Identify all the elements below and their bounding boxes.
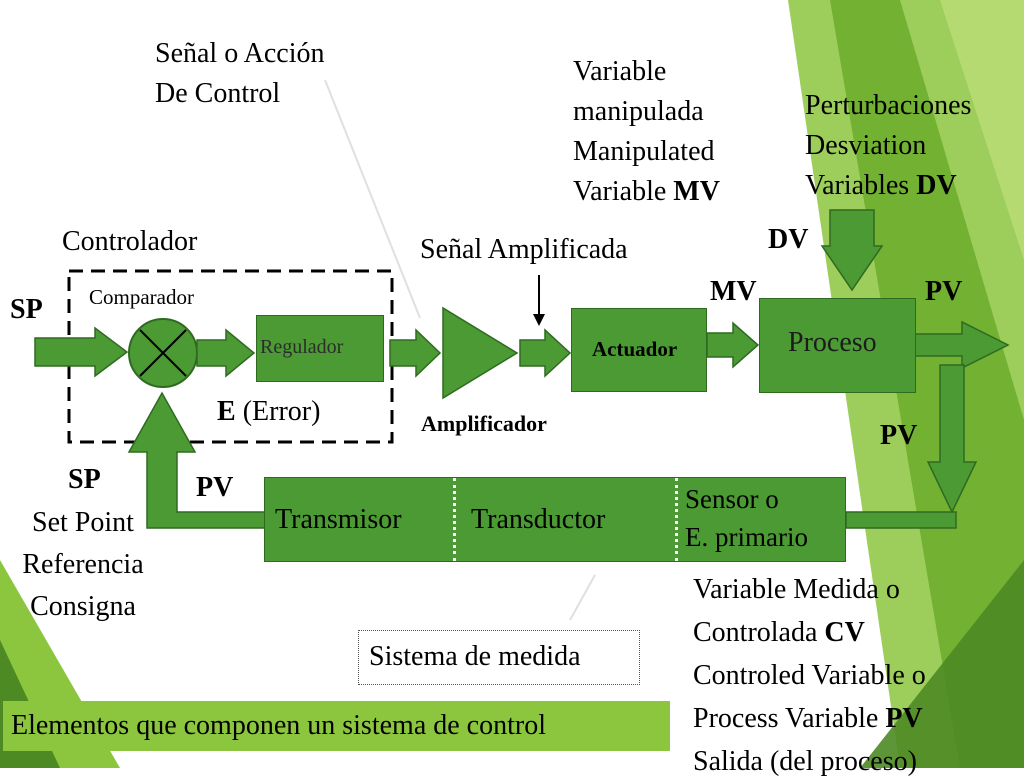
cv-line-2: Controlada CV (693, 611, 926, 654)
cv-line-3: Controled Variable o (693, 660, 926, 691)
measurement-divider-2 (675, 478, 678, 561)
sensor-label-line-2: E. primario (685, 522, 808, 552)
dv-line-3-bold: DV (916, 170, 957, 201)
cv-line-2-bold: CV (824, 617, 865, 648)
cv-line-4-bold: PV (885, 703, 923, 734)
bg-stripe-top (940, 0, 1024, 260)
amplified-signal-pointer-head (533, 314, 545, 326)
controller-label: Controlador (62, 226, 198, 257)
disturbance-label: Perturbaciones Desviation Variables DV (805, 86, 971, 206)
pointer-line-control (324, 79, 421, 319)
sensor-label-line-1: Sensor o (685, 484, 779, 514)
cv-line-4: Process Variable PV (693, 697, 926, 740)
measurement-system-label: Sistema de medida (369, 641, 581, 672)
dv-label: DV (768, 224, 809, 255)
mv-line-4: Variable MV (573, 172, 720, 212)
dv-line-3-text: Variables (805, 170, 917, 201)
pv-return-label: PV (196, 472, 234, 503)
control-signal-line-1: Señal o Acción (155, 38, 325, 69)
comparator-label: Comparador (89, 285, 194, 309)
process-label: Proceso (788, 327, 877, 358)
pv-feedback-label: PV (880, 420, 918, 451)
error-label-text: (Error) (235, 396, 321, 427)
mv-label: MV (710, 276, 757, 307)
amplifier-label: Amplificador (421, 411, 547, 436)
set-point-line-1: Set Point (32, 507, 134, 538)
dv-line-2: Desviation (805, 130, 927, 161)
measurement-system-box: Sistema de medida (358, 630, 640, 685)
actuator-to-process-arrow (706, 321, 760, 369)
error-label-bold: E (217, 396, 236, 427)
cv-line-5: Salida (del proceso) (693, 746, 917, 777)
cv-line-2-text: Controlada (693, 617, 825, 648)
cv-line-1: Variable Medida o (693, 574, 900, 605)
slide-title-bar: Elementos que componen un sistema de con… (3, 701, 670, 751)
mv-line-2: manipulada (573, 96, 704, 127)
error-label: E (Error) (217, 392, 320, 432)
sensor-label: Sensor o E. primario (685, 480, 808, 556)
mv-line-1: Variable (573, 56, 667, 87)
mv-line-4-text: Variable (573, 176, 674, 207)
dv-down-arrow (820, 209, 884, 292)
control-signal-label: Señal o Acción De Control (155, 34, 325, 114)
sp-input-label: SP (10, 294, 43, 325)
sensor-input-bar (845, 511, 957, 529)
regulator-to-amplifier-arrow (389, 328, 442, 378)
cv-line-4-text: Process Variable (693, 703, 886, 734)
feedback-return-arrow (127, 391, 266, 529)
measured-variable-label: Variable Medida o Controlada CV Controle… (693, 568, 926, 783)
pv-output-arrow (912, 320, 1010, 370)
regulator-block: Regulador (256, 315, 384, 382)
measurement-divider-1 (453, 478, 456, 561)
measurement-chain-block: Transmisor Transductor Sensor o E. prima… (264, 477, 846, 562)
dv-line-1: Perturbaciones (805, 90, 972, 121)
bg-stripe-bottom (860, 560, 1024, 768)
pointer-line-medida (569, 574, 596, 621)
pv-output-label: PV (925, 276, 963, 307)
bg-stripe-mid (830, 0, 1024, 768)
set-point-line-3: Consigna (30, 591, 136, 622)
slide-title: Elementos que componen un sistema de con… (11, 710, 546, 741)
sp-definition-label: SP (68, 464, 101, 495)
set-point-label: Set Point Referencia Consigna (10, 502, 156, 628)
amplifier-to-actuator-arrow (519, 328, 572, 378)
transducer-label: Transductor (471, 504, 606, 535)
process-block: Proceso (759, 298, 916, 393)
set-point-line-2: Referencia (22, 549, 144, 580)
control-signal-line-2: De Control (155, 78, 281, 109)
amplifier-triangle (442, 306, 519, 400)
mv-line-4-bold: MV (673, 176, 720, 207)
transmitter-label: Transmisor (275, 504, 402, 535)
regulator-label: Regulador (260, 336, 344, 358)
actuator-label: Actuador (592, 337, 678, 361)
actuator-block: Actuador (571, 308, 707, 392)
mv-line-3: Manipulated (573, 136, 715, 167)
dv-line-3: Variables DV (805, 166, 971, 206)
amplified-signal-label: Señal Amplificada (420, 234, 628, 265)
comparator-to-regulator-arrow (196, 328, 256, 378)
comparator-cross-2 (139, 329, 187, 377)
sp-input-arrow (34, 326, 129, 378)
manipulated-variable-label: Variable manipulada Manipulated Variable… (573, 52, 720, 212)
pv-feedback-down-arrow (926, 364, 978, 514)
